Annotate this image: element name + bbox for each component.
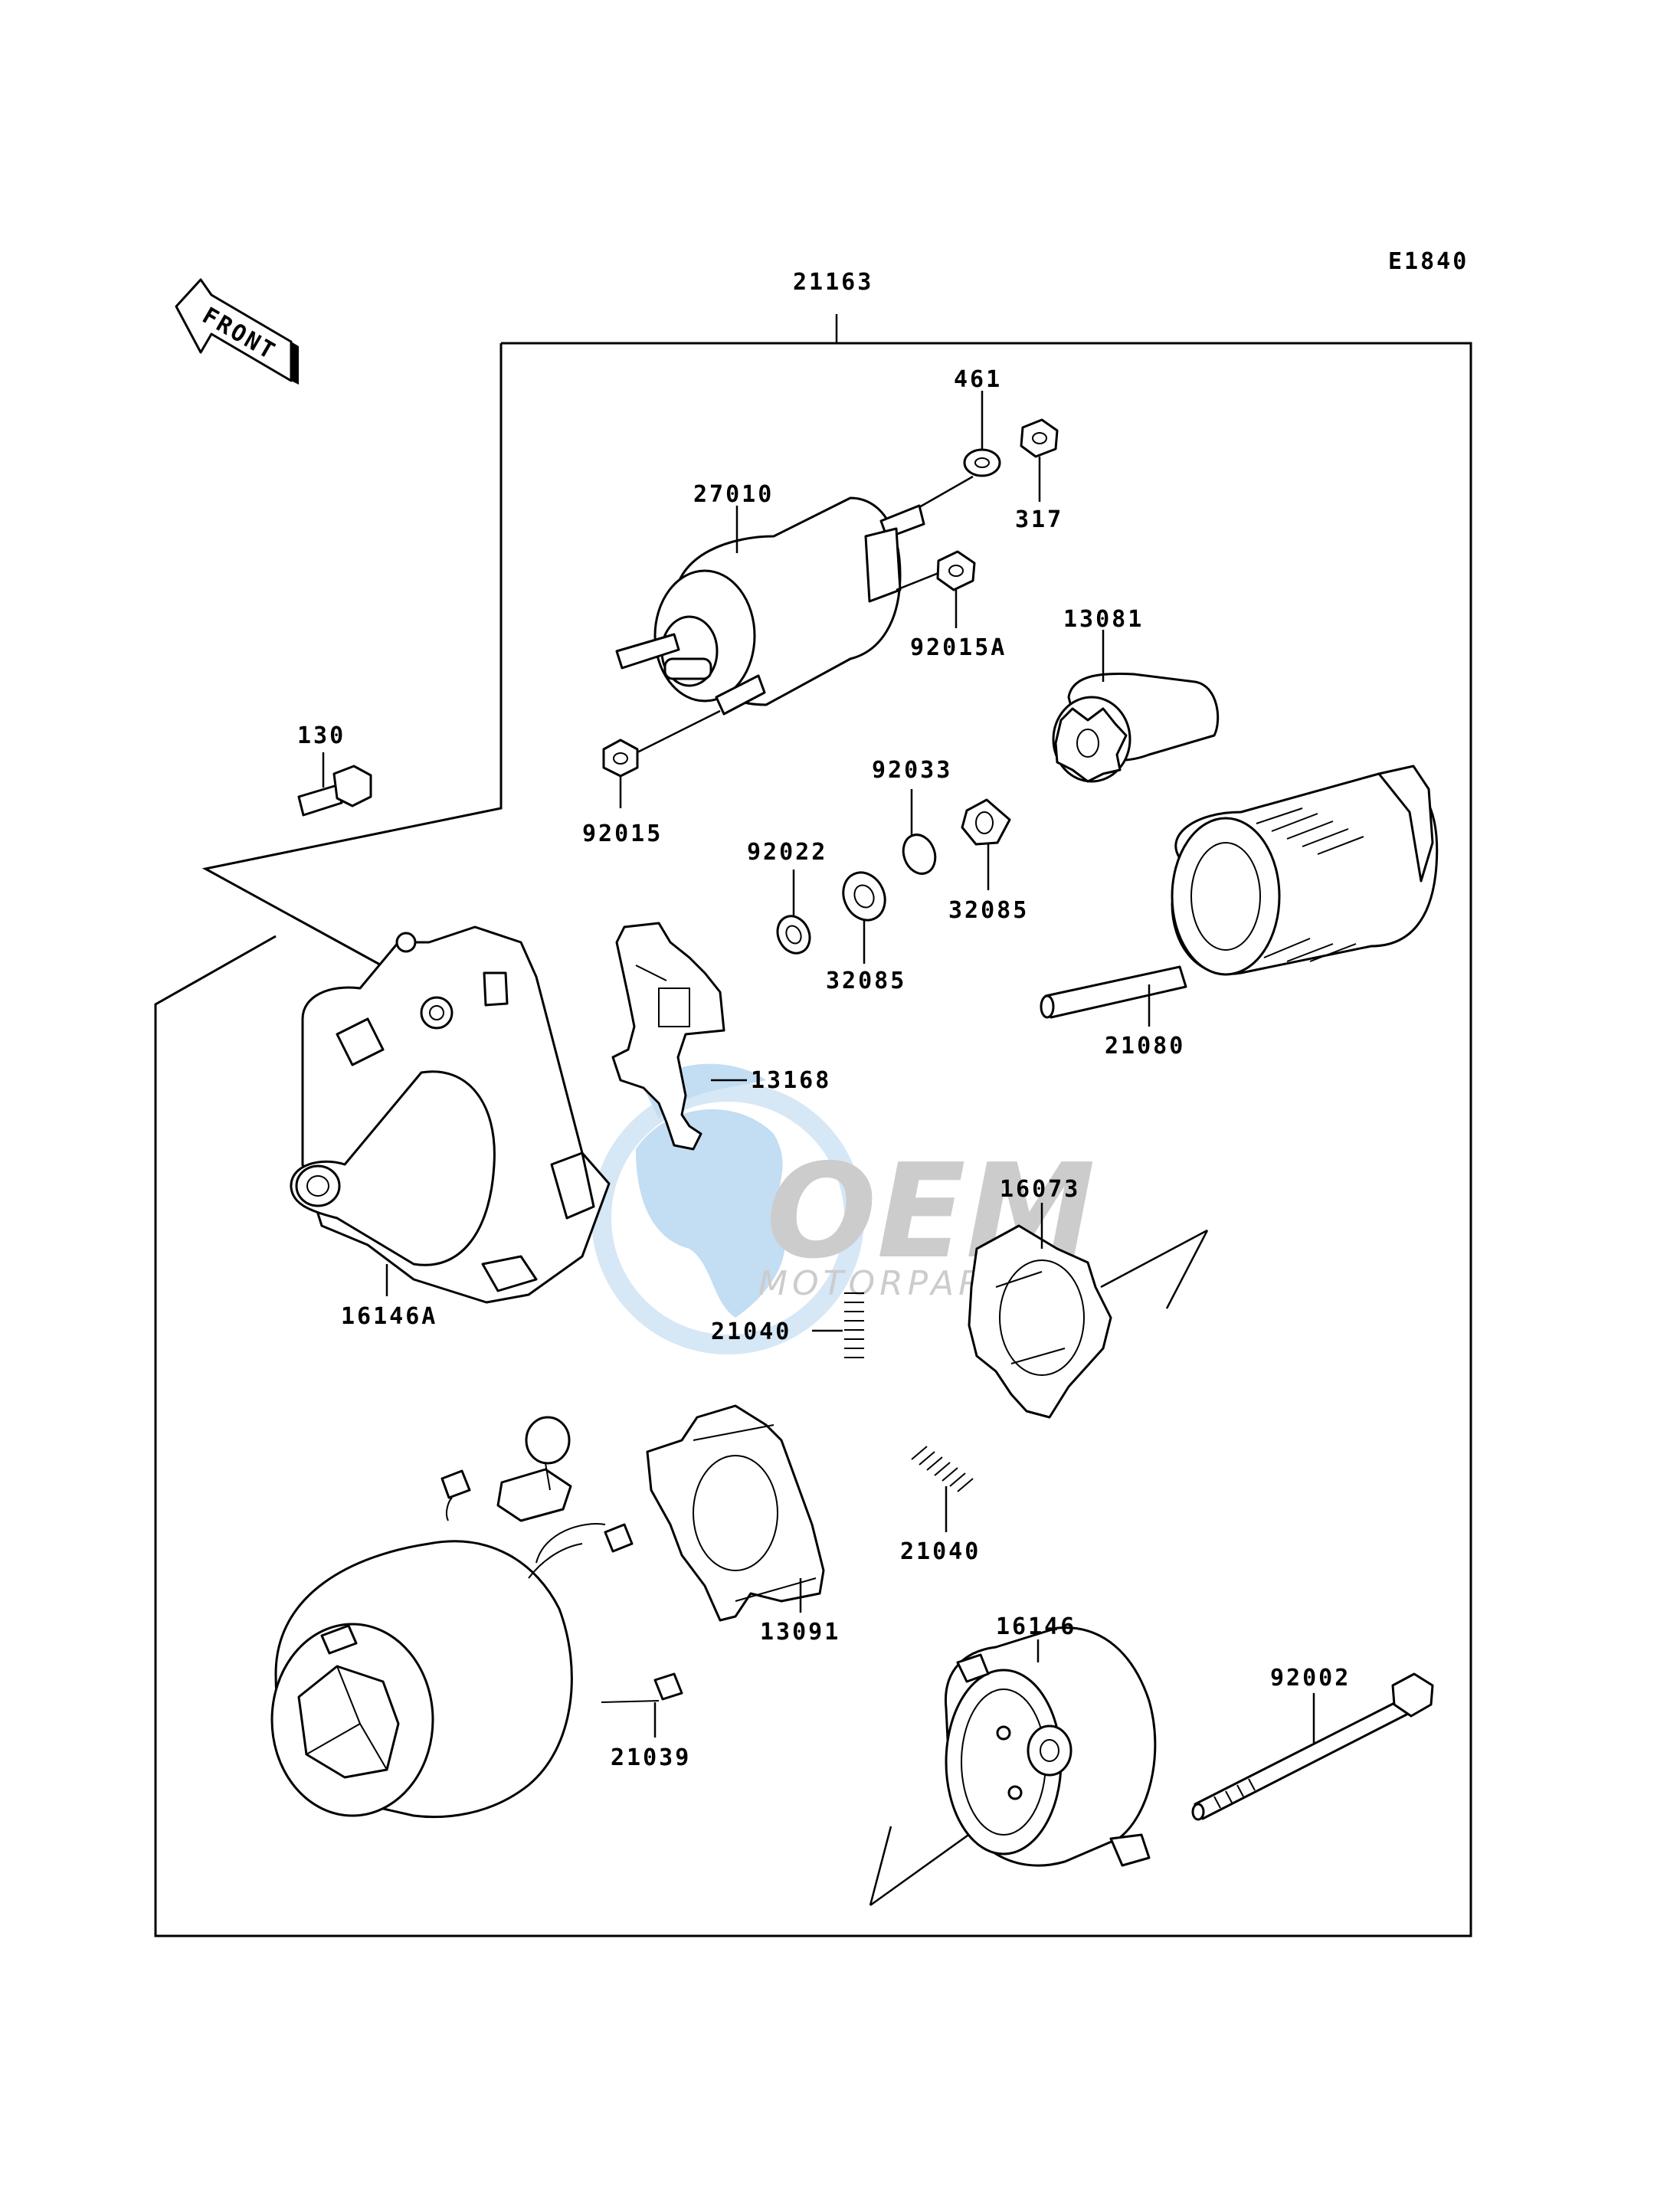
label-130: 130 <box>297 722 345 749</box>
label-21040-lower: 21040 <box>900 1538 981 1565</box>
plate-16073 <box>968 1224 1112 1419</box>
washer-461 <box>963 448 1001 477</box>
label-21040-upper: 21040 <box>711 1318 791 1345</box>
watermark: OEM MOTORPARTS <box>591 1063 1095 1354</box>
label-32085-lower: 32085 <box>826 968 906 994</box>
leader-461-shaft <box>919 475 974 509</box>
housing-16146A <box>290 925 611 1304</box>
frame-step <box>201 343 503 970</box>
solenoid-27010 <box>615 496 925 716</box>
frame-outline <box>154 342 1472 1937</box>
label-13168: 13168 <box>751 1067 831 1094</box>
collar-32085-lower <box>842 871 886 922</box>
watermark-ring <box>591 1082 864 1354</box>
label-21039: 21039 <box>611 1744 691 1771</box>
housing-16146 <box>944 1626 1157 1867</box>
label-13091: 13091 <box>760 1619 840 1646</box>
label-16146A: 16146A <box>341 1303 437 1330</box>
label-92033: 92033 <box>872 757 952 784</box>
collar-32085-upper <box>961 798 1011 846</box>
label-92015A: 92015A <box>910 634 1007 661</box>
pinion-13081 <box>1052 672 1220 783</box>
ring-92033 <box>902 834 937 875</box>
armature-21080 <box>1040 765 1439 1019</box>
cut-line-b2 <box>869 1826 892 1906</box>
holder-13091 <box>646 1404 825 1622</box>
label-21163: 21163 <box>793 269 873 296</box>
label-317: 317 <box>1015 506 1063 533</box>
label-32085-upper: 32085 <box>948 897 1029 924</box>
bolt-92002 <box>1191 1672 1434 1821</box>
yoke-assembly <box>270 1416 683 1819</box>
label-16146: 16146 <box>996 1613 1076 1640</box>
washer-92022 <box>776 915 811 955</box>
label-461: 461 <box>954 366 1002 393</box>
leader-92015-shaft <box>637 709 721 754</box>
assembly-frame <box>154 314 1472 1937</box>
plate-13168 <box>611 922 725 1151</box>
nut-317 <box>1020 418 1059 458</box>
front-arrow-shadow <box>291 342 299 385</box>
spring-21040-lower <box>911 1446 974 1492</box>
label-16073: 16073 <box>1000 1176 1080 1203</box>
label-21080: 21080 <box>1105 1033 1185 1060</box>
nut-92015A <box>936 550 976 591</box>
leader-92015A-shaft <box>896 572 939 591</box>
watermark-globe <box>636 1109 785 1318</box>
front-arrow: FRONT <box>175 278 299 385</box>
bolt-130 <box>297 765 372 817</box>
diagram-code: E1840 <box>1388 248 1469 275</box>
label-13081: 13081 <box>1063 606 1144 633</box>
front-arrow-icon <box>175 278 293 382</box>
cut-line-a1 <box>1100 1229 1208 1289</box>
label-27010: 27010 <box>693 481 774 508</box>
label-92022: 92022 <box>747 839 827 866</box>
spring-21040-upper <box>844 1292 864 1358</box>
label-92002: 92002 <box>1270 1665 1351 1692</box>
label-92015: 92015 <box>582 820 663 847</box>
cut-line-a2 <box>1165 1230 1209 1309</box>
nut-92015 <box>602 739 639 778</box>
